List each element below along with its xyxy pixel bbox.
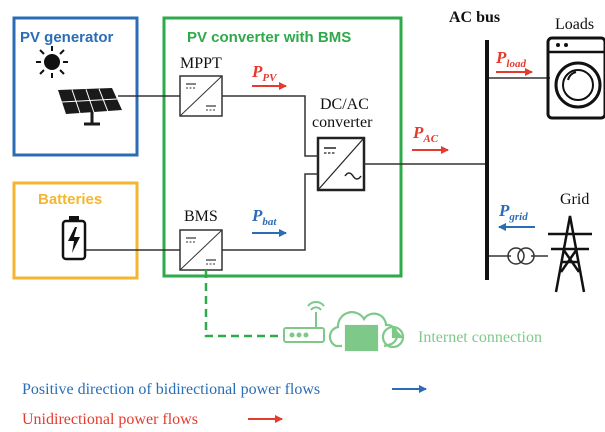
internet-dashed-link: [204, 270, 282, 338]
p-ac-label: PAC: [412, 123, 439, 145]
bms-label: BMS: [184, 208, 218, 225]
mppt-label: MPPT: [180, 55, 222, 72]
legend-bidirectional-text: Positive direction of bidirectional powe…: [22, 381, 320, 398]
legend-unidirectional-text: Unidirectional power flows: [22, 411, 198, 428]
p-bat-label: Pbat: [251, 206, 277, 228]
loads-label: Loads: [555, 16, 594, 33]
p-grid-label: Pgrid: [498, 201, 528, 223]
mppt-converter-icon: [179, 75, 223, 117]
pv-converter-box: [162, 16, 403, 278]
pv-generator-box: [12, 16, 139, 157]
p-load-label: Pload: [495, 48, 526, 70]
dcac-label-line1: DC/AC: [320, 96, 369, 113]
washing-machine-icon: [546, 36, 605, 120]
legend: Positive direction of bidirectional powe…: [22, 381, 427, 428]
grid-label: Grid: [560, 191, 589, 208]
batteries-title: Batteries: [38, 191, 102, 208]
pv-converter-title: PV converter with BMS: [187, 29, 351, 46]
solar-panel-icon: [58, 88, 122, 126]
p-grid-flow: Pgrid: [498, 201, 535, 231]
p-pv-label: PPV: [251, 62, 278, 84]
battery-icon: [61, 216, 87, 261]
internet-label: Internet connection: [418, 329, 542, 346]
transformer-icon: [507, 247, 535, 265]
ac-bus-label: AC bus: [449, 9, 500, 26]
wiring: [86, 77, 550, 257]
p-bat-flow: Pbat: [251, 206, 287, 237]
dcac-converter-icon: [316, 136, 366, 192]
batteries-box: [12, 181, 139, 280]
sun-icon: [36, 46, 68, 78]
cloud-server-icon: [328, 311, 405, 352]
bms-converter-icon: [179, 229, 223, 271]
pv-generator-title: PV generator: [20, 29, 114, 46]
power-tower-icon: [548, 215, 592, 293]
p-load-flow: Pload: [495, 48, 533, 76]
p-pv-flow: PPV: [251, 62, 287, 90]
p-ac-flow: PAC: [412, 123, 449, 154]
router-icon: [283, 301, 325, 343]
dcac-label-line2: converter: [312, 114, 373, 131]
